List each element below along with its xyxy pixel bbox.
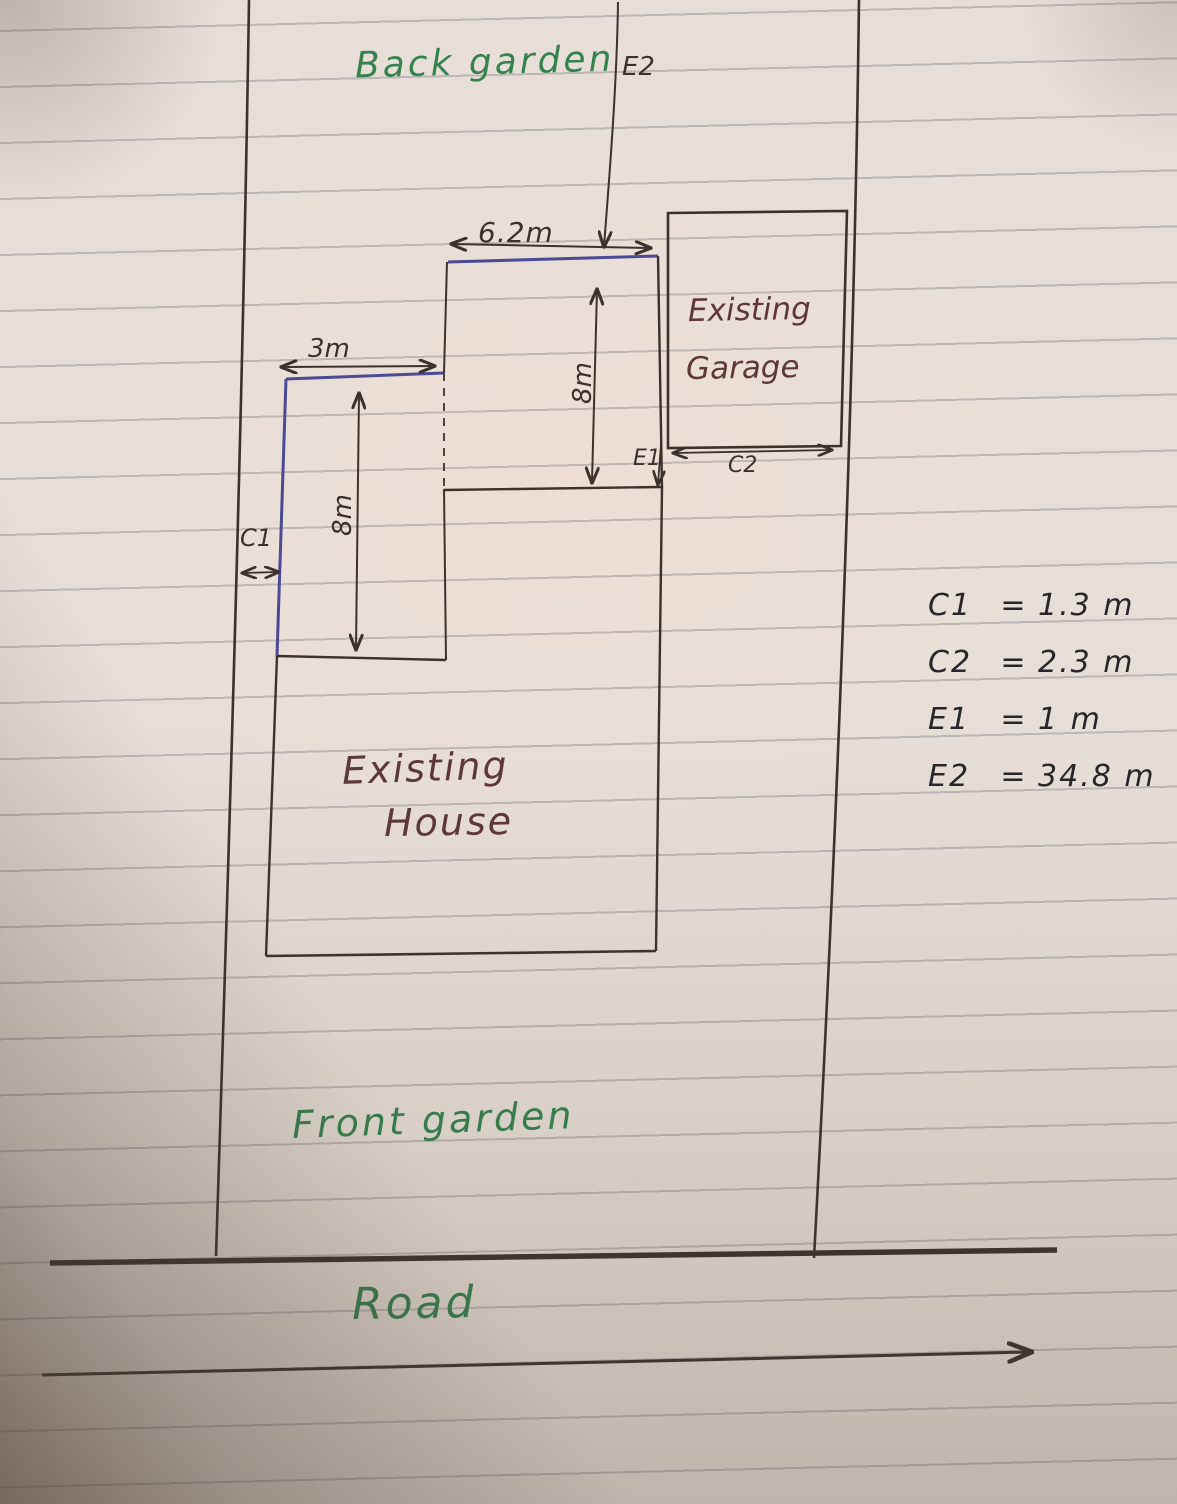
garage-outline xyxy=(666,209,849,450)
left-boundary-line xyxy=(214,0,251,1257)
c2-label: C2 xyxy=(728,453,758,478)
legend-row: E1 = 1 m xyxy=(928,702,1156,759)
dim-8m-left-label: 8m xyxy=(327,494,358,536)
house-upper-left-edge xyxy=(443,261,448,374)
legend-term: E1 xyxy=(928,702,971,737)
dim-3m-arrow xyxy=(282,366,434,367)
legend-equals: = xyxy=(1000,702,1028,737)
legend-term: E2 xyxy=(928,759,971,794)
house-top-edge xyxy=(447,254,659,264)
dim-8m-mid-label: 8m xyxy=(567,362,598,404)
legend-equals: = xyxy=(1000,645,1028,680)
house-wing-right-edge xyxy=(443,488,447,661)
house-wing-top-edge xyxy=(285,371,445,381)
garage-label-line1: Existing xyxy=(687,290,812,330)
house-wing-left-edge xyxy=(275,378,288,657)
right-boundary-line xyxy=(812,0,861,1259)
legend-term: C2 xyxy=(928,645,973,680)
legend-value: 1.3 m xyxy=(1038,588,1135,623)
house-label-line2: House xyxy=(383,798,514,846)
e1-label: E1 xyxy=(633,446,661,471)
house-step-edge xyxy=(443,485,663,492)
house-wing-bottom-edge xyxy=(276,654,447,662)
dim-3m-label: 3m xyxy=(308,334,350,364)
c1-gap-arrow xyxy=(243,572,278,573)
legend-term: C1 xyxy=(928,588,973,623)
house-lower-left-edge xyxy=(264,655,279,957)
house-bottom-edge xyxy=(265,949,657,958)
legend-row: E2 = 34.8 m xyxy=(928,759,1156,816)
legend-row: C1 = 1.3 m xyxy=(928,588,1156,645)
back-garden-label: Back garden xyxy=(354,38,615,87)
legend-row: C2 = 2.3 m xyxy=(928,645,1156,702)
legend-equals: = xyxy=(1000,759,1028,794)
legend-value: 34.8 m xyxy=(1038,759,1156,794)
c1-label: C1 xyxy=(240,524,273,552)
e2-dimension-label: E2 xyxy=(622,52,655,82)
legend-value: 1 m xyxy=(1038,702,1102,737)
house-label-line1: Existing xyxy=(341,743,510,793)
legend: C1 = 1.3 m C2 = 2.3 m E1 = 1 m E2 = 34.8… xyxy=(928,588,1156,816)
legend-equals: = xyxy=(1000,588,1028,623)
garage-label-line2: Garage xyxy=(685,349,800,387)
house-lower-right-edge xyxy=(654,486,664,952)
dim-6-2m-label: 6.2m xyxy=(478,216,554,249)
road-label: Road xyxy=(351,1276,477,1331)
road-lower-arrow-line xyxy=(41,1352,1030,1377)
road-upper-line xyxy=(49,1247,1058,1266)
legend-value: 2.3 m xyxy=(1038,645,1135,680)
